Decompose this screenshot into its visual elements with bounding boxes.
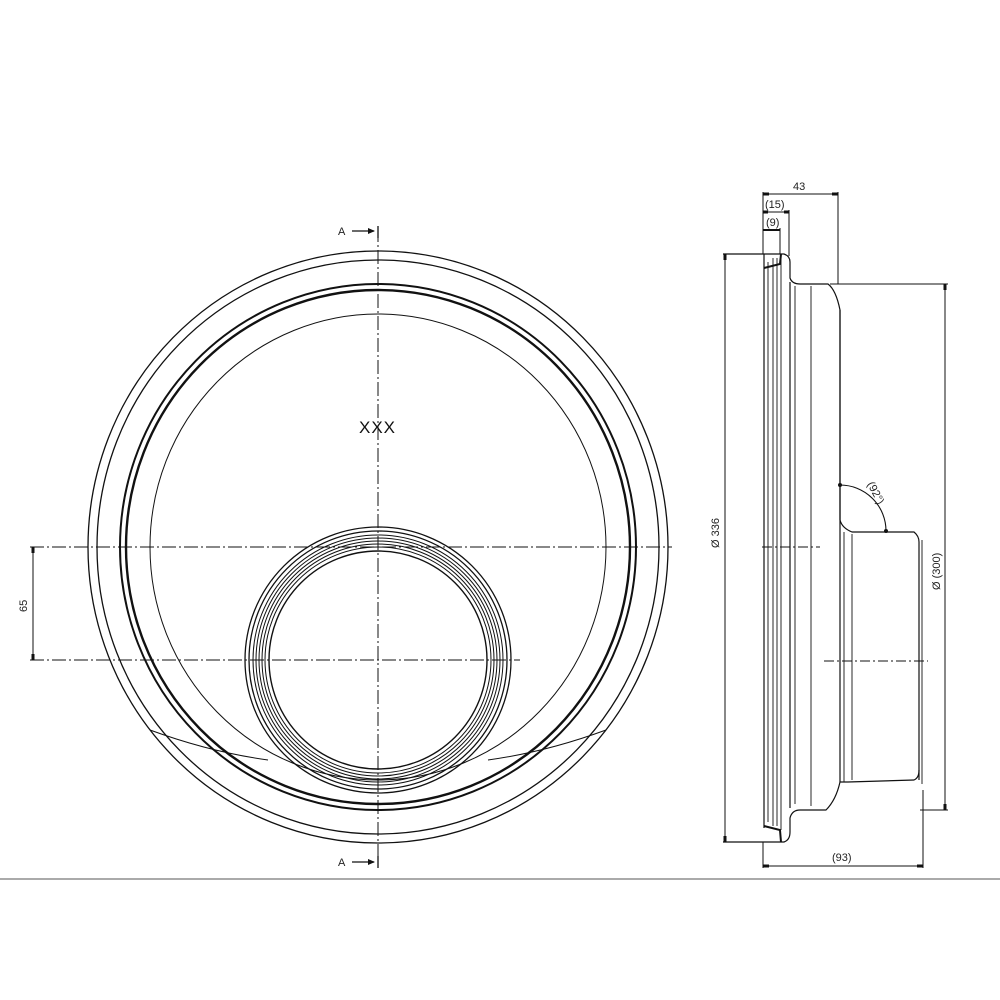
front-centerlines	[30, 228, 672, 868]
dimension-label-93: (93)	[832, 852, 852, 864]
tangent-line-left	[149, 729, 269, 761]
section-marker-top: A	[338, 226, 379, 238]
side-section-view	[723, 253, 923, 843]
dimension-label-angle: (92°)	[864, 480, 886, 507]
dimension-label-65: 65	[18, 600, 30, 612]
section-label-top: A	[338, 226, 346, 238]
dimension-inner-diameter	[830, 283, 948, 811]
dimension-label-300: Ø (300)	[931, 553, 943, 590]
side-top-contour	[723, 253, 920, 543]
side-bottom-lip	[763, 825, 782, 843]
tangent-line-right	[487, 729, 607, 761]
dimension-top	[762, 192, 839, 284]
side-bottom-contour	[723, 769, 920, 843]
side-top-lip	[763, 253, 782, 269]
dimension-offset-65	[31, 547, 35, 660]
section-marker-bottom: A	[338, 856, 379, 869]
side-centerlines	[762, 546, 928, 662]
dimension-label-43: 43	[793, 181, 805, 193]
section-label-bottom: A	[338, 857, 346, 869]
dimension-label-15: (15)	[765, 199, 785, 211]
dimension-angle: (92°)	[838, 480, 888, 533]
dimension-label-336: Ø 336	[710, 518, 722, 548]
part-label: XXX	[359, 418, 396, 437]
dimension-outer-diameter	[723, 254, 727, 842]
dimension-overall-length	[762, 790, 924, 868]
dimension-label-9: (9)	[766, 217, 779, 229]
